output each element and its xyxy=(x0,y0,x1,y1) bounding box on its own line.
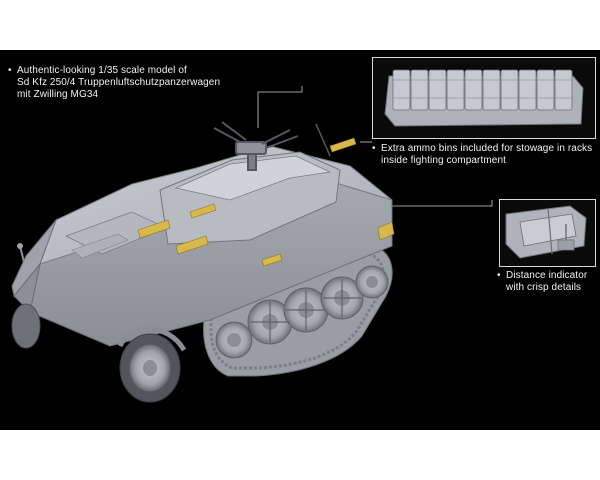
model-callout-line-3: mit Zwilling MG34 xyxy=(17,89,99,100)
distance-indicator-inset xyxy=(499,199,596,267)
front-wheel-left xyxy=(11,303,41,349)
distance-callout: • Distance indicator with crisp details xyxy=(497,270,588,294)
front-wheel xyxy=(117,326,187,403)
ammo-bins-image xyxy=(384,69,584,127)
ammo-bins-inset xyxy=(372,57,596,139)
leader-lines xyxy=(257,86,493,207)
distance-indicator-image xyxy=(505,205,587,259)
model-callout-line-1: Authentic-looking 1/35 scale model of xyxy=(17,65,187,76)
ammo-callout-line-1: Extra ammo bins included for stowage in … xyxy=(381,143,593,154)
product-panel: • Authentic-looking 1/35 scale model of … xyxy=(0,50,600,430)
ammo-callout: • Extra ammo bins included for stowage i… xyxy=(372,143,593,167)
distance-callout-line-1: Distance indicator xyxy=(506,270,588,281)
model-callout-bullet: • xyxy=(8,65,12,76)
twin-mg34 xyxy=(213,121,331,171)
ammo-callout-bullet: • xyxy=(372,143,376,154)
model-callout: • Authentic-looking 1/35 scale model of … xyxy=(8,65,221,101)
distance-callout-bullet: • xyxy=(497,270,501,281)
model-callout-line-2: Sd Kfz 250/4 Truppenluftschutzpanzerwage… xyxy=(17,77,221,88)
halftrack-model-image xyxy=(11,86,493,403)
photo-etch-visors xyxy=(137,137,395,267)
distance-callout-line-2: with crisp details xyxy=(506,282,582,293)
ammo-callout-line-2: inside fighting compartment xyxy=(381,155,506,166)
